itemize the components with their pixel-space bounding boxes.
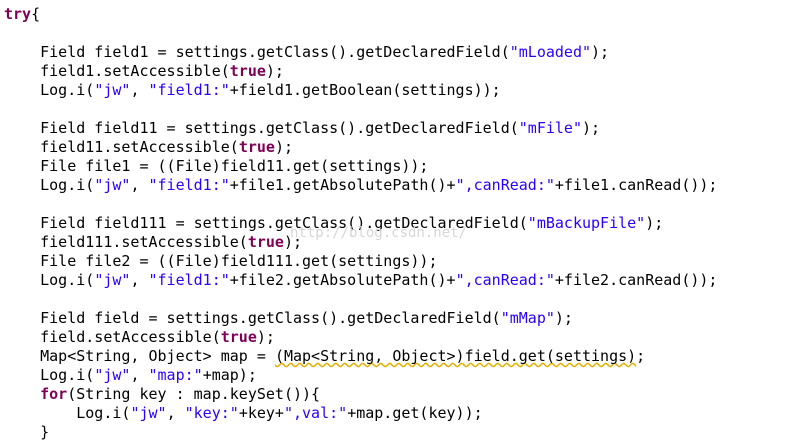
code-line: [4, 24, 717, 43]
code-line: field111.setAccessible(true);: [4, 233, 717, 252]
code-line: [4, 100, 717, 119]
code-token: +key+: [238, 404, 284, 422]
code-token: );: [591, 43, 610, 61]
code-token: field.setAccessible(: [4, 328, 221, 346]
code-string: "mBackupFile": [527, 214, 646, 232]
code-string: "jw": [94, 176, 131, 194]
code-line: Field field111 = settings.getClass().get…: [4, 214, 717, 233]
code-line: Field field11 = settings.getClass().getD…: [4, 119, 717, 138]
code-token: }: [4, 423, 50, 441]
code-string: "mLoaded": [509, 43, 592, 61]
code-string: "map:": [148, 366, 203, 384]
code-token: );: [554, 309, 573, 327]
code-token: [4, 385, 40, 403]
code-token: Log.i(: [4, 176, 95, 194]
code-keyword: true: [220, 328, 257, 346]
code-token: +file1.canRead());: [554, 176, 718, 194]
code-token: Log.i(: [4, 404, 131, 422]
code-string: "mFile": [518, 119, 582, 137]
code-line: Field field = settings.getClass().getDec…: [4, 309, 717, 328]
code-token: ,: [130, 176, 149, 194]
code-token: Field field111 = settings.getClass().get…: [4, 214, 528, 232]
code-token: File file1 = ((File)field11.get(settings…: [4, 157, 429, 175]
code-token: );: [265, 62, 284, 80]
code-keyword: true: [238, 138, 275, 156]
code-line: Log.i("jw", "field1:"+field1.getBoolean(…: [4, 81, 717, 100]
code-string: "field1:": [148, 81, 230, 99]
code-token: Log.i(: [4, 271, 95, 289]
code-line: Map<String, Object> map = (Map<String, O…: [4, 347, 717, 366]
code-line: [4, 290, 717, 309]
code-keyword: for: [40, 385, 68, 403]
code-string: "key:": [184, 404, 239, 422]
code-line: }: [4, 423, 717, 442]
code-token: +file2.canRead());: [554, 271, 718, 289]
code-token: Field field11 = settings.getClass().getD…: [4, 119, 519, 137]
code-string: ",canRead:": [455, 271, 555, 289]
code-token: Map<String, Object> map =: [4, 347, 275, 365]
code-line: File file1 = ((File)field11.get(settings…: [4, 157, 717, 176]
code-string: "field1:": [148, 271, 230, 289]
code-token: Log.i(: [4, 366, 95, 384]
code-line: Log.i("jw", "field1:"+file1.getAbsoluteP…: [4, 176, 717, 195]
code-token: field11.setAccessible(: [4, 138, 239, 156]
code-content[interactable]: try{ Field field1 = settings.getClass().…: [4, 5, 717, 442]
code-token: );: [581, 119, 601, 137]
code-line: File file2 = ((File)field111.get(setting…: [4, 252, 717, 271]
code-line: try{: [4, 5, 717, 24]
code-string: ",canRead:": [455, 176, 555, 194]
code-line: field1.setAccessible(true);: [4, 62, 717, 81]
code-token: ,: [166, 404, 185, 422]
code-token: ,: [130, 366, 149, 384]
code-token: Log.i(: [4, 81, 95, 99]
code-string: "mMap": [500, 309, 555, 327]
code-string: ",val:": [283, 404, 348, 422]
code-line: [4, 195, 717, 214]
code-token: +map.get(key));: [347, 404, 483, 422]
code-string: "jw": [94, 81, 131, 99]
code-line: Log.i("jw", "key:"+key+",val:"+map.get(k…: [4, 404, 717, 423]
code-token: {: [31, 5, 41, 23]
code-line: for(String key : map.keySet()){: [4, 385, 717, 404]
code-token: ,: [130, 81, 149, 99]
code-token: +file1.getAbsolutePath()+: [229, 176, 456, 194]
code-token: ;: [636, 347, 646, 365]
code-warning: (Map<String, Object>)field.get(settings): [274, 347, 637, 365]
code-token: );: [256, 328, 275, 346]
code-line: field.setAccessible(true);: [4, 328, 717, 347]
code-token: File file2 = ((File)field111.get(setting…: [4, 252, 438, 270]
code-string: "field1:": [148, 176, 230, 194]
code-token: ,: [130, 271, 149, 289]
code-line: Log.i("jw", "map:"+map);: [4, 366, 717, 385]
code-string: "jw": [94, 366, 131, 384]
code-token: );: [645, 214, 664, 232]
code-token: field1.setAccessible(: [4, 62, 230, 80]
code-token: field111.setAccessible(: [4, 233, 248, 251]
code-string: "jw": [94, 271, 131, 289]
code-keyword: true: [229, 62, 266, 80]
code-line: field11.setAccessible(true);: [4, 138, 717, 157]
code-line: Log.i("jw", "field1:"+file2.getAbsoluteP…: [4, 271, 717, 290]
code-token: +field1.getBoolean(settings));: [229, 81, 501, 99]
code-keyword: try: [4, 5, 32, 23]
code-token: +map);: [202, 366, 257, 384]
code-token: (String key : map.keySet()){: [67, 385, 321, 403]
code-string: "jw": [130, 404, 167, 422]
code-keyword: true: [247, 233, 284, 251]
code-token: Field field = settings.getClass().getDec…: [4, 309, 501, 327]
code-token: +file2.getAbsolutePath()+: [229, 271, 456, 289]
code-line: Field field1 = settings.getClass().getDe…: [4, 43, 717, 62]
code-token: );: [283, 233, 303, 251]
code-token: );: [274, 138, 293, 156]
code-token: Field field1 = settings.getClass().getDe…: [4, 43, 510, 61]
